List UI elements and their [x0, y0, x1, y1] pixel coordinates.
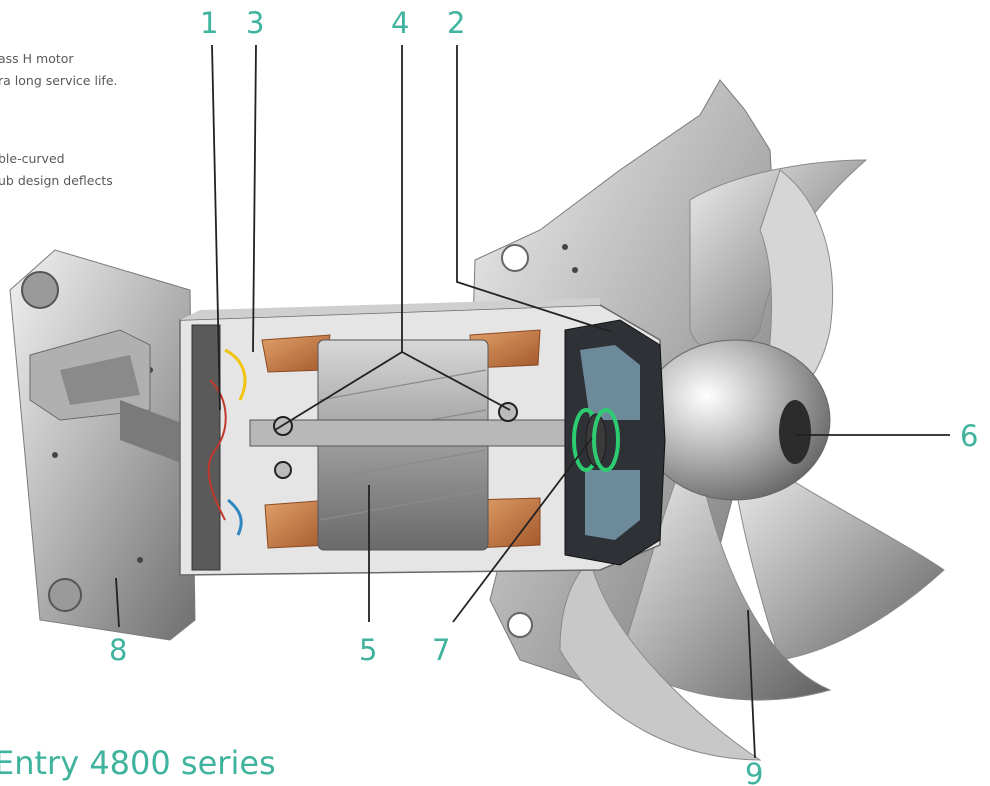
callout-number: 7 — [432, 633, 451, 667]
propeller — [559, 159, 945, 761]
leader-line-8 — [115, 577, 120, 628]
leader-line-9 — [747, 609, 756, 759]
callout-number: 5 — [359, 633, 378, 667]
callout-number: 3 — [246, 6, 265, 40]
leader-line-3 — [252, 44, 257, 353]
leader-line-7 — [452, 437, 593, 623]
description-line: ble-curved — [0, 151, 65, 166]
callout-number: 6 — [960, 419, 979, 453]
leader-line-1 — [211, 44, 221, 411]
hub-nut — [779, 400, 811, 464]
motor-housing-cutaway — [179, 298, 666, 576]
callout-number: 9 — [745, 757, 764, 786]
description-line: ra long service life. — [0, 73, 118, 88]
leader-line-4a — [274, 351, 403, 431]
callout-number: 1 — [200, 6, 219, 40]
leader-line-4b — [401, 351, 511, 411]
callout-number: 2 — [447, 6, 466, 40]
leader-lines — [115, 44, 950, 759]
leader-line-2 — [456, 45, 613, 333]
series-title: Entry 4800 series — [0, 744, 276, 782]
mounting-plate — [9, 249, 200, 641]
description-line: ub design deflects — [0, 173, 113, 188]
description-line: ass H motor — [0, 51, 74, 66]
callout-number: 8 — [109, 633, 128, 667]
callout-number: 4 — [391, 6, 410, 40]
